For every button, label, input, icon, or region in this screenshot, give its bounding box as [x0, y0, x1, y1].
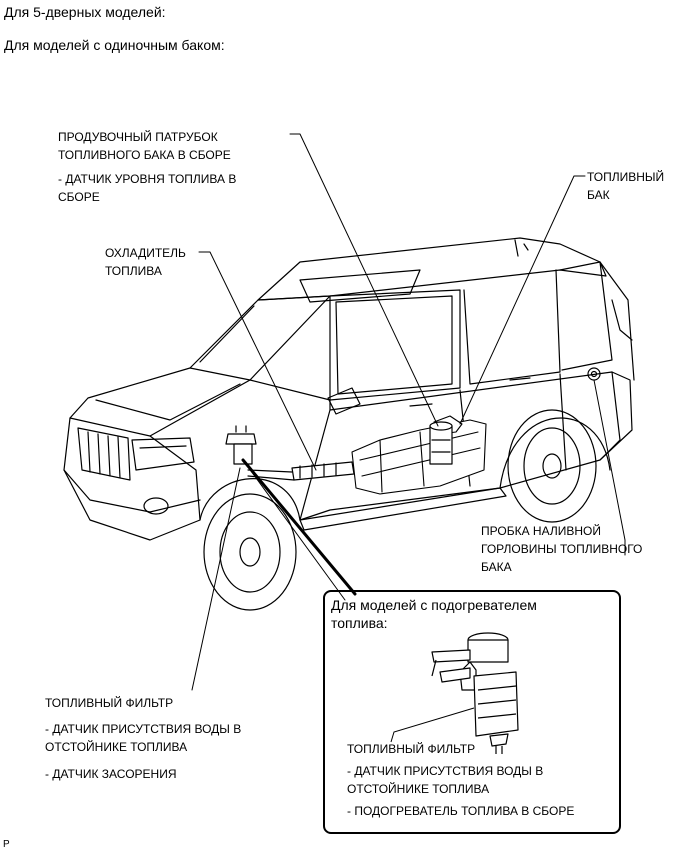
label-water-sensor-line2: ОТСТОЙНИКЕ ТОПЛИВА [45, 740, 188, 754]
inset-label-water-sensor-line2: ОТСТОЙНИКЕ ТОПЛИВА [347, 782, 490, 796]
label-filler-cap-line1: ПРОБКА НАЛИВНОЙ [481, 524, 601, 538]
fuel-pump-unit-drawing [429, 421, 453, 465]
footer-mark: P [3, 839, 10, 850]
label-fuel-cooler-line1: ОХЛАДИТЕЛЬ [105, 246, 186, 260]
label-fuel-tank-line1: ТОПЛИВНЫЙ [587, 170, 665, 184]
inset-connector-line-thin [242, 459, 346, 601]
inset-connector-line [241, 458, 357, 596]
inset-title-line2: топлива: [331, 615, 388, 631]
fuel-tank-drawing [351, 415, 487, 495]
label-fuel-filter: ТОПЛИВНЫЙ ФИЛЬТР [45, 696, 174, 710]
header-line-5-door: Для 5-дверных моделей: [4, 4, 166, 20]
label-fuel-tank-line2: БАК [587, 188, 610, 202]
fuel-cooler-drawing [247, 461, 355, 481]
label-clog-sensor: - ДАТЧИК ЗАСОРЕНИЯ [45, 767, 177, 781]
inset-title-line1: Для моделей с подогревателем [331, 597, 537, 613]
inset-label-fuel-heater: - ПОДОГРЕВАТЕЛЬ ТОПЛИВА В СБОРЕ [347, 804, 575, 818]
label-water-sensor-line1: - ДАТЧИК ПРИСУТСТВИЯ ВОДЫ В [45, 722, 242, 736]
label-purge-pipe-line2: ТОПЛИВНОГО БАКА В СБОРЕ [58, 148, 231, 162]
vehicle-body-drawing [63, 237, 635, 611]
label-purge-pipe-line1: ПРОДУВОЧНЫЙ ПАТРУБОК [58, 130, 218, 144]
fuel-heater-inset-box [323, 590, 621, 834]
label-fuel-level-sensor-line2: СБОРЕ [58, 190, 100, 204]
label-filler-cap-line2: ГОРЛОВИНЫ ТОПЛИВНОГО [481, 542, 643, 556]
leader-lines [191, 133, 626, 691]
inset-label-water-sensor-line1: - ДАТЧИК ПРИСУТСТВИЯ ВОДЫ В [347, 764, 544, 778]
label-filler-cap-line3: БАКА [481, 560, 512, 574]
header-line-single-tank: Для моделей с одиночным баком: [4, 37, 225, 53]
label-fuel-cooler-line2: ТОПЛИВА [105, 264, 162, 278]
inset-leader-line [390, 707, 475, 743]
heated-fuel-filter-drawing [431, 632, 519, 754]
fuel-filter-drawing [225, 425, 257, 465]
label-fuel-level-sensor-line1: - ДАТЧИК УРОВНЯ ТОПЛИВА В [58, 172, 237, 186]
inset-label-fuel-filter: ТОПЛИВНЫЙ ФИЛЬТР [347, 742, 476, 756]
